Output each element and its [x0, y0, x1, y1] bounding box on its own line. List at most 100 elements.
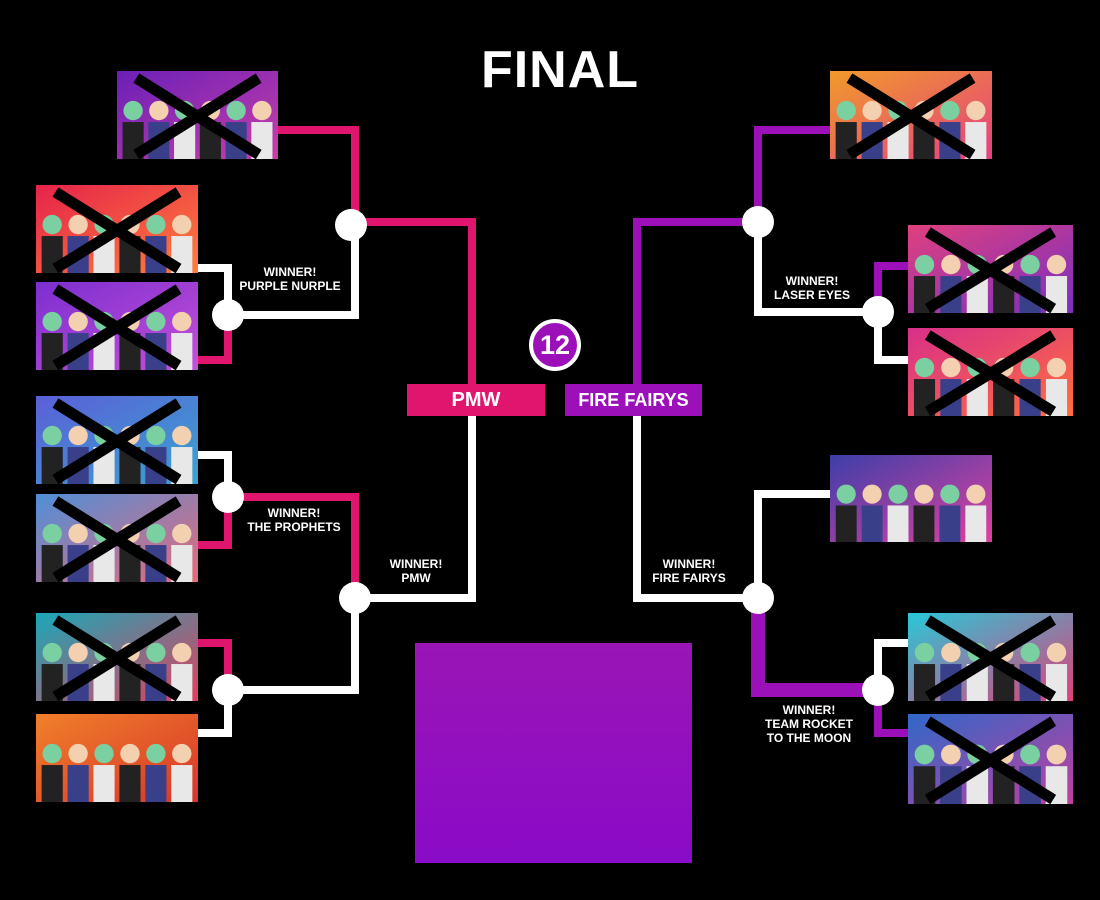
left-card-1[interactable] — [117, 71, 278, 159]
character-head — [1020, 642, 1040, 663]
character-head — [68, 425, 88, 446]
bracket-node — [862, 674, 894, 706]
right-card-4[interactable] — [830, 455, 992, 542]
character-head — [888, 484, 908, 504]
character-body — [887, 505, 909, 542]
character-head — [68, 214, 88, 235]
eliminated-x-mark — [52, 615, 182, 701]
character-head — [1020, 254, 1040, 275]
character-head — [914, 642, 935, 663]
character-head — [146, 311, 166, 332]
character-head — [68, 743, 88, 764]
right-card-5[interactable] — [908, 613, 1073, 701]
connector-laser-up — [754, 222, 878, 316]
character-head — [94, 743, 114, 764]
character-body — [93, 765, 115, 802]
character-head — [941, 254, 961, 275]
left-card-2[interactable] — [36, 185, 198, 273]
character-head — [1046, 357, 1067, 378]
fire-fairys-card-art — [830, 455, 992, 542]
character-body — [861, 505, 883, 542]
character-body — [41, 765, 63, 802]
left-card-3[interactable] — [36, 282, 198, 370]
eliminated-x-mark — [924, 227, 1057, 313]
character-head — [914, 357, 935, 378]
finalist-badge-fire-fairys[interactable]: FIRE FAIRYS — [565, 384, 702, 416]
right-card-6[interactable] — [908, 714, 1073, 804]
right-card-1[interactable] — [830, 71, 992, 159]
character-head — [1046, 642, 1067, 663]
character-head — [146, 523, 166, 544]
connector-fire-fairys-final — [633, 412, 758, 602]
left-card-4[interactable] — [36, 396, 198, 484]
character-head — [836, 484, 856, 504]
winner-label-team-rocket: WINNER! TEAM ROCKET TO THE MOON — [765, 703, 853, 745]
character-body — [119, 765, 141, 802]
character-head — [146, 743, 166, 764]
character-head — [42, 214, 62, 235]
left-card-6[interactable] — [36, 613, 198, 701]
character-head — [172, 743, 192, 764]
bracket-node — [212, 299, 244, 331]
eliminated-x-mark — [52, 187, 182, 273]
character-head — [172, 425, 192, 446]
winner-label-purple-nurple: WINNER! PURPLE NURPLE — [239, 265, 341, 293]
character-head — [941, 744, 961, 765]
character-body — [965, 505, 987, 542]
final-score-badge: 12 — [529, 319, 581, 371]
character-body — [171, 765, 193, 802]
character-head — [914, 484, 934, 504]
character-head — [1046, 254, 1067, 275]
character-body — [939, 505, 961, 542]
character-body — [835, 505, 857, 542]
right-card-2[interactable] — [908, 225, 1073, 313]
character-head — [149, 100, 169, 121]
eliminated-x-mark — [924, 330, 1057, 416]
bracket-node — [212, 481, 244, 513]
character-head — [146, 214, 166, 235]
connector-purple-nurple-up — [228, 222, 359, 319]
character-head — [146, 642, 166, 663]
character-head — [120, 743, 140, 764]
laser-eyes-card-art — [908, 225, 1073, 313]
character-head — [172, 214, 192, 235]
connector-semifinal-left-top — [351, 218, 476, 390]
bracket-node — [742, 206, 774, 238]
magenta-team-card-art — [908, 328, 1073, 416]
character-head — [226, 100, 246, 121]
bracket-node — [862, 296, 894, 328]
character-head — [1046, 744, 1067, 765]
winner-label-fire-fairys: WINNER! FIRE FAIRYS — [652, 557, 726, 585]
character-head — [123, 100, 143, 121]
left-card-5[interactable] — [36, 494, 198, 582]
connector-purple-nurple — [278, 126, 359, 225]
prophets-team-card-art — [36, 494, 198, 582]
character-head — [42, 425, 62, 446]
character-head — [172, 311, 192, 332]
violet-team-card-art — [36, 282, 198, 370]
bracket-node — [742, 582, 774, 614]
character-head — [172, 523, 192, 544]
character-head — [68, 642, 88, 663]
finalist-badge-pmw[interactable]: PMW — [407, 384, 545, 416]
bracket-node — [339, 582, 371, 614]
eliminated-x-mark — [924, 716, 1057, 804]
bracket-node — [335, 209, 367, 241]
left-card-7[interactable] — [36, 714, 198, 802]
right-card-3[interactable] — [908, 328, 1073, 416]
connector-prophets-card — [198, 505, 232, 549]
character-head — [940, 100, 960, 121]
blue-team-card-art — [36, 396, 198, 484]
character-head — [1020, 744, 1040, 765]
character-head — [966, 484, 986, 504]
character-head — [42, 642, 62, 663]
character-body — [145, 765, 167, 802]
eliminated-x-mark — [52, 496, 182, 582]
character-head — [42, 523, 62, 544]
card-background — [36, 714, 198, 802]
connector-pmw-winner — [228, 598, 359, 694]
cyan-team-card-art — [908, 613, 1073, 701]
character-head — [862, 100, 882, 121]
connector-semifinal-right-top — [633, 218, 758, 390]
